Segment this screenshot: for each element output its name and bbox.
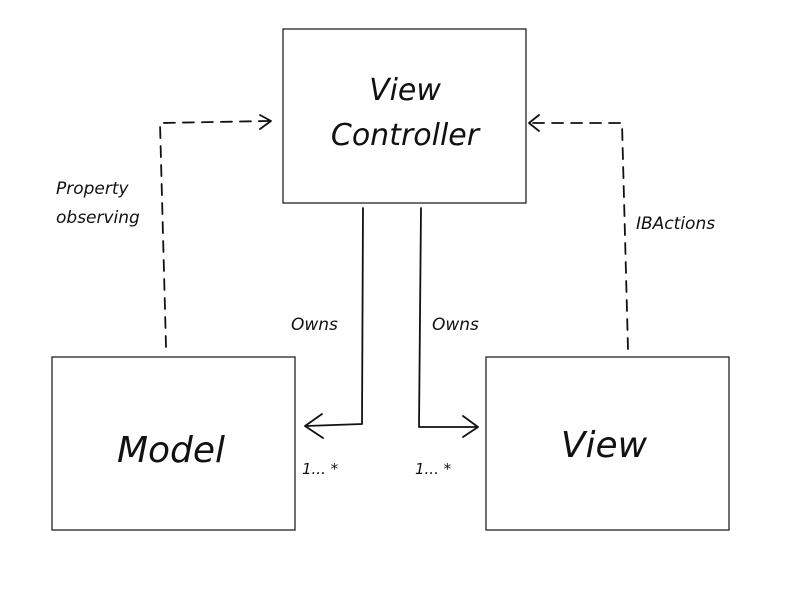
view-controller-label-line1: View — [369, 73, 441, 108]
property-observing-arrow — [159, 114, 272, 348]
property-observing-label-line1: Property — [56, 179, 130, 199]
owns-model-arrowhead — [304, 413, 324, 439]
ibactions-arrowhead — [528, 114, 540, 132]
owns-view-arrow — [418, 207, 479, 438]
model-label: Model — [117, 430, 225, 471]
owns-model-multiplicity: 1... * — [302, 460, 339, 478]
ibactions-line — [529, 122, 629, 350]
view-controller-label-line2: Controller — [331, 118, 481, 153]
owns-view-arrowhead — [462, 415, 479, 438]
owns-view-multiplicity: 1... * — [415, 460, 452, 478]
owns-model-label: Owns — [291, 315, 338, 335]
view-box — [485, 356, 730, 531]
owns-model-arrow — [304, 207, 364, 439]
ibactions-arrow — [528, 114, 629, 350]
model-box — [51, 356, 296, 531]
owns-view-line — [418, 207, 478, 428]
ibactions-label: IBActions — [636, 214, 715, 234]
view-controller-box — [282, 28, 527, 204]
property-observing-label-line2: observing — [56, 208, 140, 228]
property-observing-line — [159, 120, 270, 348]
owns-model-line — [305, 207, 364, 427]
owns-view-label: Owns — [432, 315, 479, 335]
view-label: View — [561, 425, 648, 466]
property-observing-arrowhead — [259, 114, 272, 130]
